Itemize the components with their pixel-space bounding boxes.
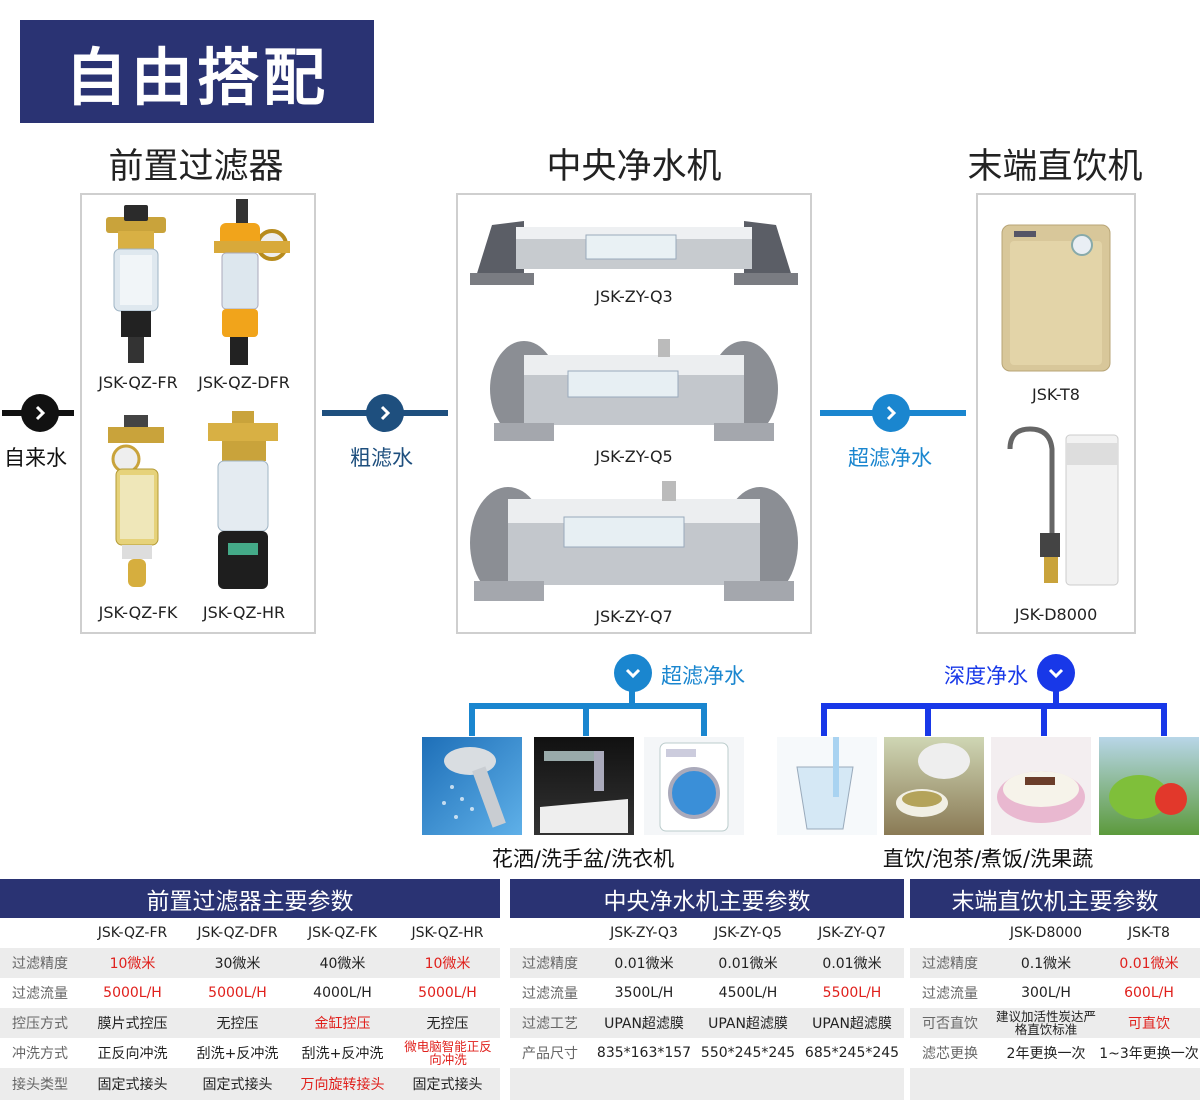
use-label-central: 花洒/洗手盆/洗衣机 xyxy=(491,847,675,871)
product-label-zy-q3: JSK-ZY-Q3 xyxy=(595,287,673,306)
flow-label-tap: 自来水 xyxy=(4,446,67,470)
table-pre-header-row: JSK-QZ-FR JSK-QZ-DFR JSK-QZ-FK JSK-QZ-HR xyxy=(0,918,500,948)
flow-down-terminal-icon xyxy=(1037,654,1075,692)
use-image-tea xyxy=(884,737,984,835)
product-label-t8: JSK-T8 xyxy=(1032,385,1080,404)
section-title-central: 中央净水机 xyxy=(546,147,722,187)
section-title-terminal: 末端直饮机 xyxy=(967,147,1143,187)
table-terminal: 末端直饮机主要参数 JSK-D8000 JSK-T8 过滤精度 0.1微米 0.… xyxy=(910,879,1200,1100)
terminal-panel: JSK-T8 JSK-D8000 xyxy=(976,193,1136,634)
flow-label-coarse: 粗滤水 xyxy=(350,446,413,470)
table-terminal-title: 末端直饮机主要参数 xyxy=(910,879,1200,918)
table-row: 产品尺寸 835*163*157 550*245*245 685*245*245 xyxy=(510,1038,904,1068)
branch-lines-central xyxy=(469,690,707,736)
table-row: 过滤流量 3500L/H 4500L/H 5500L/H xyxy=(510,978,904,1008)
table-row: 接头类型 固定式接头 固定式接头 万向旋转接头 固定式接头 xyxy=(0,1068,500,1100)
flow-label-ultra-down: 超滤净水 xyxy=(661,664,745,688)
table-central: 中央净水机主要参数 JSK-ZY-Q3 JSK-ZY-Q5 JSK-ZY-Q7 … xyxy=(510,879,904,1100)
product-image-qz-fr[interactable] xyxy=(96,203,176,368)
product-image-qz-fk[interactable] xyxy=(96,413,178,593)
flow-arrow-tap-icon xyxy=(21,394,59,432)
product-image-qz-dfr[interactable] xyxy=(210,197,300,369)
central-panel: JSK-ZY-Q3 JSK-ZY-Q5 JSK-ZY-Q7 xyxy=(456,193,812,634)
use-image-vegetables xyxy=(1099,737,1199,835)
product-image-qz-hr[interactable] xyxy=(200,409,286,595)
page-banner: 自由搭配 xyxy=(20,20,374,123)
flow-label-ultra: 超滤净水 xyxy=(848,446,932,470)
table-pre-title: 前置过滤器主要参数 xyxy=(0,879,500,918)
product-label-zy-q5: JSK-ZY-Q5 xyxy=(595,447,673,466)
table-row: 冲洗方式 正反向冲洗 刮洗+反冲洗 刮洗+反冲洗 微电脑智能正反向冲洗 xyxy=(0,1038,500,1068)
table-row: 过滤精度 10微米 30微米 40微米 10微米 xyxy=(0,948,500,978)
pre-filter-panel: JSK-QZ-FR JSK-QZ-DFR JSK-QZ-FK xyxy=(80,193,316,634)
table-row: 过滤流量 300L/H 600L/H xyxy=(910,978,1200,1008)
product-label-zy-q7: JSK-ZY-Q7 xyxy=(595,607,673,626)
table-terminal-filler xyxy=(910,1068,1200,1100)
section-title-pre-filter: 前置过滤器 xyxy=(108,147,284,187)
use-image-shower xyxy=(422,737,522,835)
product-image-t8[interactable] xyxy=(1000,223,1112,373)
product-label-qz-dfr: JSK-QZ-DFR xyxy=(198,373,290,392)
use-image-drinking-water xyxy=(777,737,877,835)
table-row: 滤芯更换 2年更换一次 1~3年更换一次 xyxy=(910,1038,1200,1068)
table-central-header-row: JSK-ZY-Q3 JSK-ZY-Q5 JSK-ZY-Q7 xyxy=(510,918,904,948)
use-image-washbasin xyxy=(534,737,634,835)
use-image-washing-machine xyxy=(644,737,744,835)
table-row: 可否直饮 建议加活性炭达严格直饮标准 可直饮 xyxy=(910,1008,1200,1038)
use-image-rice xyxy=(991,737,1091,835)
flow-label-deep: 深度净水 xyxy=(944,664,1028,688)
product-image-zy-q7[interactable] xyxy=(468,477,800,605)
table-terminal-header-row: JSK-D8000 JSK-T8 xyxy=(910,918,1200,948)
table-row: 过滤流量 5000L/H 5000L/H 4000L/H 5000L/H xyxy=(0,978,500,1008)
product-label-qz-hr: JSK-QZ-HR xyxy=(202,603,286,622)
table-central-filler xyxy=(510,1068,904,1100)
table-row: 过滤工艺 UPAN超滤膜 UPAN超滤膜 UPAN超滤膜 xyxy=(510,1008,904,1038)
product-label-qz-fk: JSK-QZ-FK xyxy=(98,603,178,622)
table-central-title: 中央净水机主要参数 xyxy=(510,879,904,918)
table-pre-filter: 前置过滤器主要参数 JSK-QZ-FR JSK-QZ-DFR JSK-QZ-FK… xyxy=(0,879,500,1100)
flow-arrow-coarse-icon xyxy=(366,394,404,432)
table-row: 控压方式 膜片式控压 无控压 金缸控压 无控压 xyxy=(0,1008,500,1038)
product-image-d8000[interactable] xyxy=(996,423,1120,589)
flow-arrow-ultra-icon xyxy=(872,394,910,432)
product-image-zy-q5[interactable] xyxy=(488,335,780,445)
flow-down-central-icon xyxy=(614,654,652,692)
table-row: 过滤精度 0.1微米 0.01微米 xyxy=(910,948,1200,978)
use-label-terminal: 直饮/泡茶/煮饭/洗果蔬 xyxy=(882,847,1094,871)
product-label-d8000: JSK-D8000 xyxy=(1014,605,1098,624)
branch-lines-terminal xyxy=(821,690,1167,736)
table-row: 过滤精度 0.01微米 0.01微米 0.01微米 xyxy=(510,948,904,978)
product-image-zy-q3[interactable] xyxy=(466,213,802,287)
product-label-qz-fr: JSK-QZ-FR xyxy=(98,373,178,392)
